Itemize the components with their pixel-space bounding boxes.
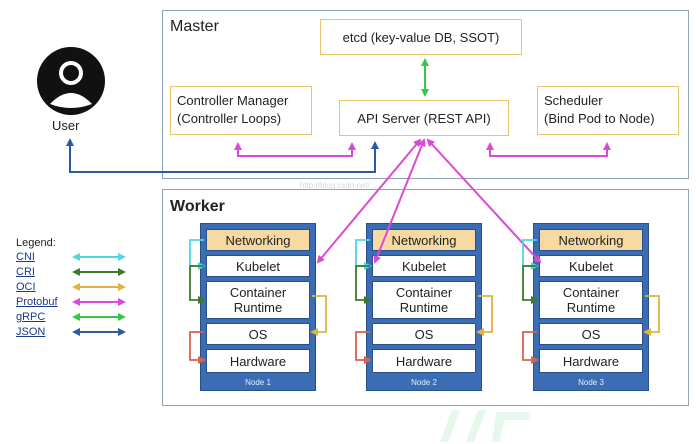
hardware-layer: Hardware [206,349,310,373]
node-1: Networking Kubelet Container Runtime OS … [200,223,316,391]
os-layer: OS [206,323,310,345]
kubelet-layer: Kubelet [539,255,643,277]
controller-manager-title: Controller Manager [177,93,289,108]
os-layer: OS [372,323,476,345]
node-label: Node 2 [411,378,437,387]
user-avatar-icon [37,47,105,115]
controller-manager-box: Controller Manager (Controller Loops) [170,86,312,135]
hardware-layer: Hardware [539,349,643,373]
api-server-box: API Server (REST API) [339,100,509,136]
container-runtime-layer: Container Runtime [539,281,643,319]
etcd-box: etcd (key-value DB, SSOT) [320,19,522,55]
node-2: Networking Kubelet Container Runtime OS … [366,223,482,391]
scheduler-subtitle: (Bind Pod to Node) [544,111,655,126]
kubelet-layer: Kubelet [206,255,310,277]
node-label: Node 3 [578,378,604,387]
user-label: User [52,118,80,133]
networking-layer: Networking [372,229,476,251]
master-title: Master [170,18,219,35]
controller-manager-subtitle: (Controller Loops) [177,111,282,126]
scheduler-box: Scheduler (Bind Pod to Node) [537,86,679,135]
networking-layer: Networking [539,229,643,251]
node-label: Node 1 [245,378,271,387]
networking-layer: Networking [206,229,310,251]
legend-cni: CNI [16,251,35,263]
hardware-layer: Hardware [372,349,476,373]
container-runtime-layer: Container Runtime [372,281,476,319]
container-runtime-layer: Container Runtime [206,281,310,319]
kubelet-layer: Kubelet [372,255,476,277]
legend-title: Legend: [16,237,56,249]
scheduler-title: Scheduler [544,93,603,108]
legend-protobuf: Protobuf [16,296,58,308]
legend-cri: CRI [16,266,35,278]
watermark-text: http://blog.csdn.net/... [300,181,377,190]
legend-grpc: gRPC [16,311,46,323]
legend-oci: OCI [16,281,36,293]
os-layer: OS [539,323,643,345]
worker-title: Worker [170,198,225,215]
watermark-logo-icon [440,410,530,442]
node-3: Networking Kubelet Container Runtime OS … [533,223,649,391]
legend-json: JSON [16,326,46,338]
